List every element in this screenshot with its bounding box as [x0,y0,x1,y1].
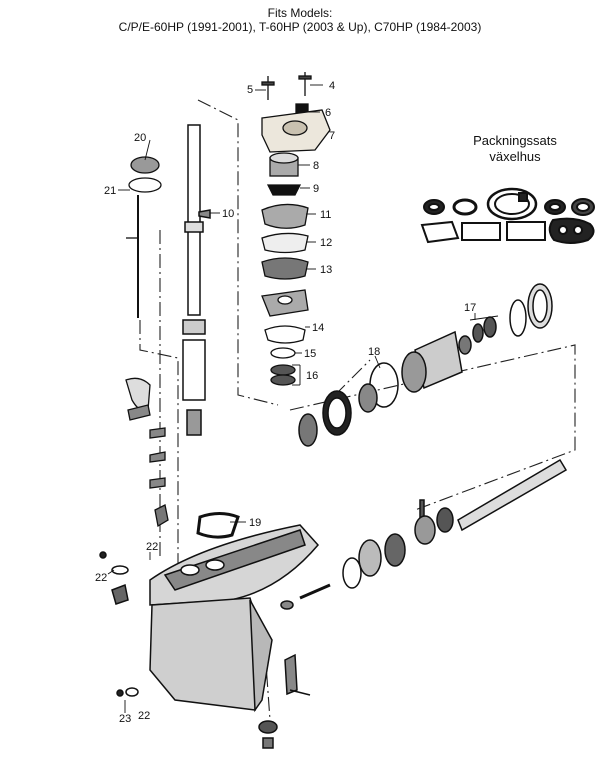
callout-12: 12 [320,237,332,249]
header-fits-label: Fits Models: [267,6,333,20]
callout-10: 10 [222,208,234,220]
callout-18: 18 [368,346,380,358]
callout-labels: 5 4 6 7 8 9 10 11 12 13 14 15 16 17 18 1… [95,80,476,725]
callout-20: 20 [134,132,146,144]
callout-15: 15 [304,348,316,360]
gasket-kit-title-line2: växelhus [489,149,541,164]
gasket-kit-title-line1: Packningssats [473,133,557,148]
callout-6: 6 [325,107,331,119]
callout-7: 7 [329,130,335,142]
callout-22-bottom: 22 [138,710,150,722]
gasket-kit-group [420,187,595,244]
callout-23: 23 [119,713,131,725]
water-pump-stack [261,72,331,386]
propeller-shaft-assembly [280,283,568,610]
callout-14: 14 [312,322,324,334]
callout-13: 13 [320,264,332,276]
callout-22-left: 22 [95,572,107,584]
shift-rod-assembly [125,156,169,528]
callout-22-top: 22 [146,541,158,553]
gear-housing [99,512,319,749]
callout-8: 8 [313,160,319,172]
gasket-kit-title: Packningssats växelhus [455,133,575,165]
callout-11: 11 [320,209,331,221]
header-models: C/P/E-60HP (1991-2001), T-60HP (2003 & U… [118,20,482,34]
callout-16: 16 [306,370,318,382]
callout-19: 19 [249,517,261,529]
callout-4: 4 [329,80,335,92]
callout-5: 5 [247,84,253,96]
callout-21: 21 [104,185,116,197]
header: Fits Models: C/P/E-60HP (1991-2001), T-6… [0,6,600,34]
drive-shaft [182,124,211,436]
callout-9: 9 [313,183,319,195]
callout-leaders [107,84,499,713]
callout-17: 17 [464,302,476,314]
